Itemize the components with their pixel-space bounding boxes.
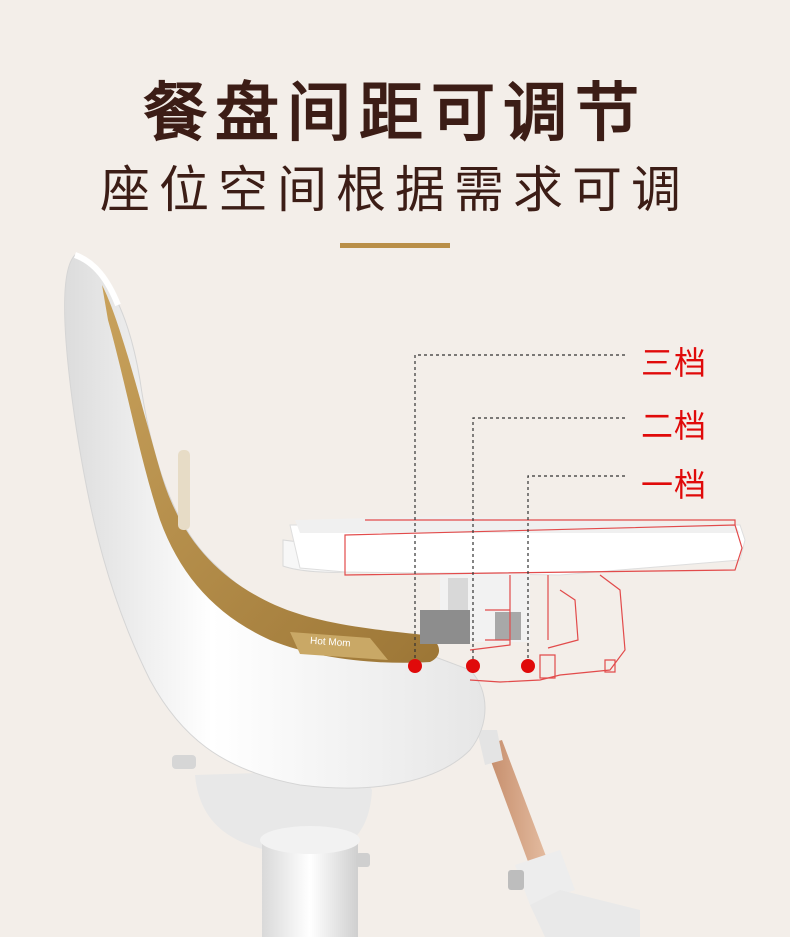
page-subtitle: 座位空间根据需求可调: [100, 161, 690, 219]
seat-shell: [64, 252, 486, 789]
tray-ghost-outline: [344, 519, 743, 683]
level-2-label: 二档: [641, 407, 708, 445]
chair-leg: [477, 730, 640, 937]
title-divider: [340, 243, 450, 248]
level2-dot: [466, 659, 480, 673]
page-title: 餐盘间距可调节: [143, 77, 647, 151]
level-1-label: 一档: [641, 466, 708, 504]
level-3-label: 三档: [641, 344, 708, 382]
level1-dot: [521, 659, 535, 673]
tray: [282, 516, 746, 644]
level3-dot: [408, 659, 422, 673]
chair-base: [172, 755, 372, 937]
level-dots: [408, 659, 535, 673]
level-indicator-lines: [414, 354, 625, 665]
